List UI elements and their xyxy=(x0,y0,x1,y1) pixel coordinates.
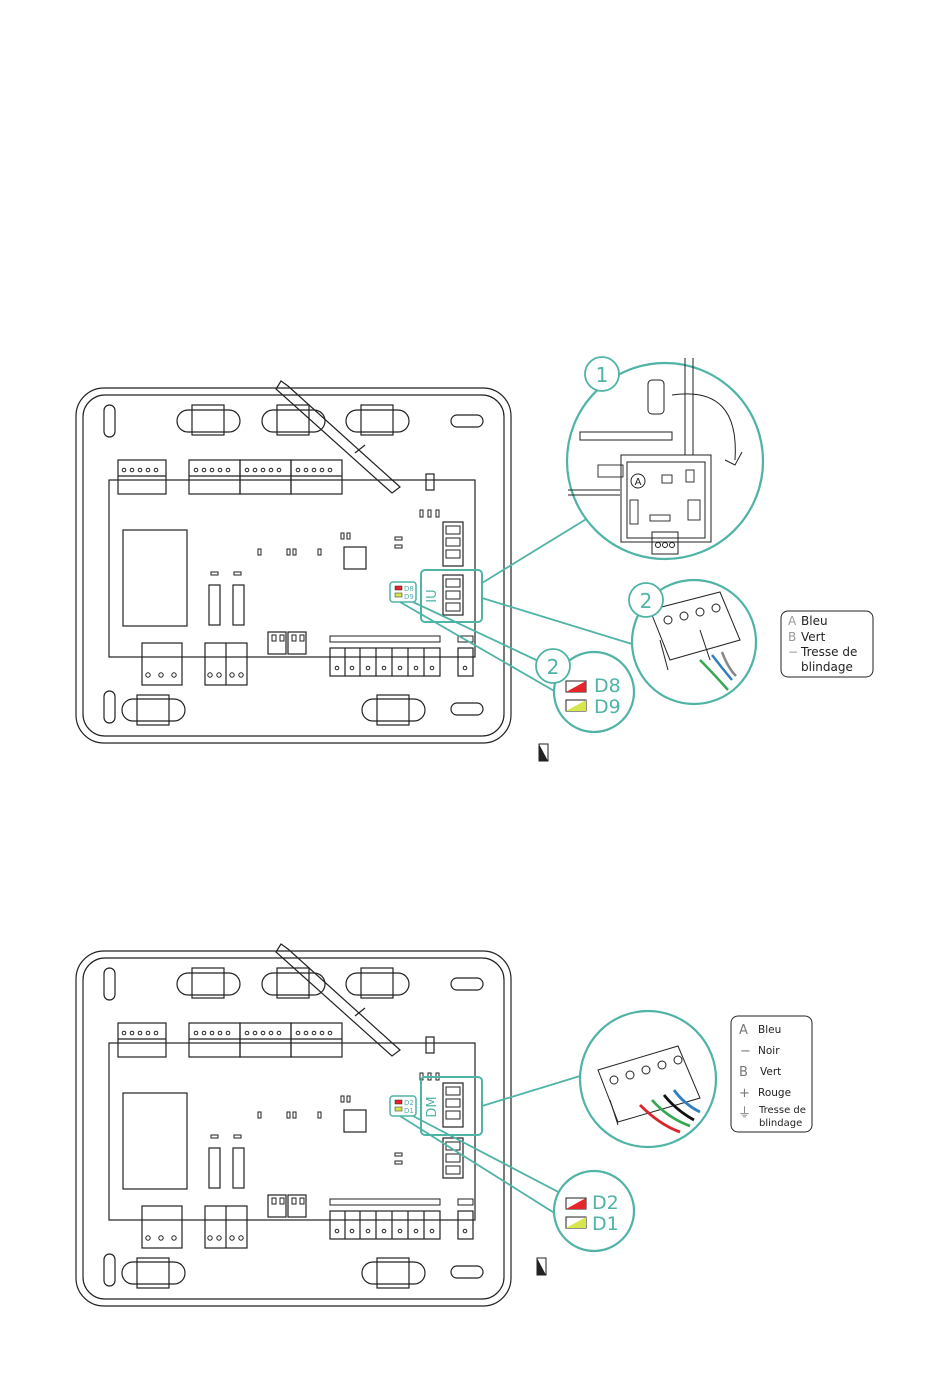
bottom-zoom-detail xyxy=(580,1011,716,1147)
legend-symbol: A xyxy=(739,1023,748,1038)
bottom-mounting-tab xyxy=(122,1258,185,1288)
legend-label: Bleu xyxy=(801,614,828,628)
bottom-diagram: D2 D1 DM xyxy=(76,944,812,1306)
legend-symbol: B xyxy=(739,1065,748,1080)
led-label-top-1: D8 xyxy=(594,675,621,697)
bottom-board-enclosure xyxy=(76,951,511,1306)
top-mounting-tab xyxy=(346,405,409,435)
bottom-mounting-tab xyxy=(346,968,409,998)
bottom-wire-legend: A Bleu − Noir B Vert + Rouge ⏚ Tresse de… xyxy=(731,1016,812,1132)
step-badge-label: 2 xyxy=(640,589,653,613)
top-board-enclosure xyxy=(76,388,511,743)
bottom-led-tag: D1 xyxy=(404,1107,414,1115)
step-badge-label: 2 xyxy=(547,655,560,679)
bottom-led-tag: D2 xyxy=(404,1099,414,1107)
bottom-mounting-tab xyxy=(177,968,240,998)
bottom-port-label: DM xyxy=(425,1096,440,1117)
legend-symbol: − xyxy=(740,1044,751,1059)
bottom-mounting-tab xyxy=(262,968,325,998)
legend-label: blindage xyxy=(801,660,853,674)
top-mounting-tab xyxy=(122,695,185,725)
step-badge: 2 xyxy=(629,583,663,617)
legend-label: Vert xyxy=(760,1066,781,1078)
top-led-callout: 2 D8 D9 xyxy=(536,649,634,732)
legend-symbol: B xyxy=(788,630,796,644)
step-badge-label: 1 xyxy=(596,363,609,387)
top-mounting-tab xyxy=(262,405,325,435)
legend-symbol: ⏚ xyxy=(738,1106,751,1121)
step-badge: 1 xyxy=(585,357,619,391)
top-port-label: IU xyxy=(425,589,440,602)
bottom-port-highlight: DM xyxy=(421,1077,482,1135)
led-yellow-swatch xyxy=(566,1217,586,1228)
legend-symbol: + xyxy=(739,1086,750,1101)
legend-label: Bleu xyxy=(758,1024,781,1036)
led-yellow-swatch xyxy=(566,700,586,711)
bottom-board-details xyxy=(122,1031,473,1240)
legend-label: Vert xyxy=(801,630,826,644)
status-glyph xyxy=(537,1258,546,1275)
bottom-mounting-tab xyxy=(362,1258,425,1288)
status-glyph xyxy=(539,744,548,761)
top-board-leds: D8 D9 xyxy=(390,582,416,602)
led-red-swatch xyxy=(566,681,586,692)
top-mounting-tab xyxy=(362,695,425,725)
connector-pin-label: A xyxy=(635,477,642,488)
legend-label: blindage xyxy=(759,1118,802,1129)
legend-symbol: − xyxy=(788,645,798,659)
led-red-swatch xyxy=(566,1198,586,1209)
bottom-board-leds: D2 D1 xyxy=(390,1096,416,1116)
top-diagram: D8 D9 IU xyxy=(76,357,873,761)
top-mounting-tab xyxy=(177,405,240,435)
legend-symbol: A xyxy=(788,614,797,628)
legend-label: Noir xyxy=(758,1045,780,1057)
led-label-top-2: D9 xyxy=(594,696,621,718)
top-port-highlight: IU xyxy=(421,570,482,622)
led-label-bottom-2: D1 xyxy=(592,1213,619,1235)
top-wire-legend: A Bleu B Vert − Tresse de blindage xyxy=(781,611,873,677)
legend-label: Tresse de xyxy=(800,645,857,659)
led-label-bottom-1: D2 xyxy=(592,1192,619,1214)
top-led-tag: D8 xyxy=(404,585,414,593)
bottom-led-callout: D2 D1 xyxy=(554,1171,634,1251)
legend-label: Tresse de xyxy=(758,1105,806,1116)
top-led-tag: D9 xyxy=(404,593,414,601)
legend-label: Rouge xyxy=(758,1087,791,1099)
